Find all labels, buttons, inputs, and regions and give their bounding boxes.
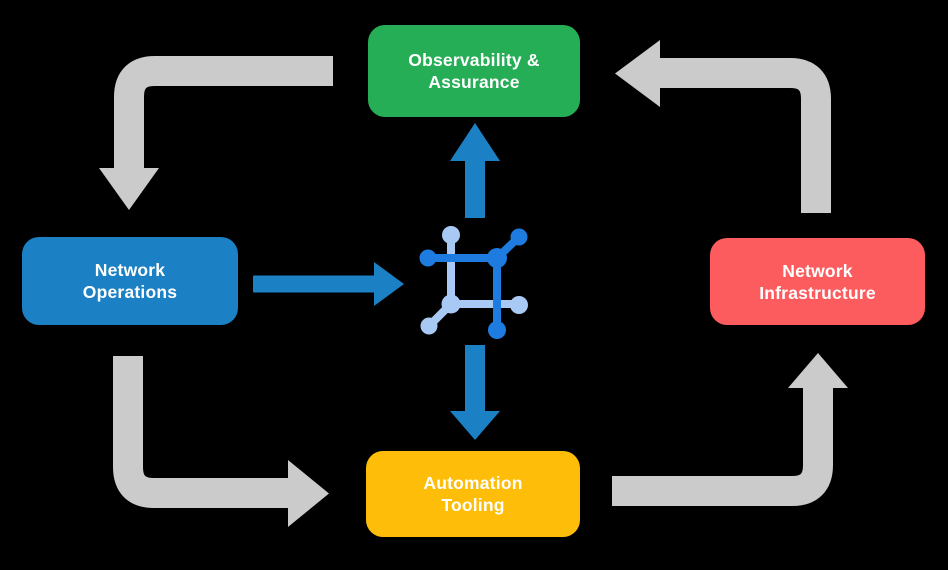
node-observability-assurance: Observability & Assurance — [368, 25, 580, 117]
arrow-head-right — [374, 262, 404, 306]
node-label-line1: Automation — [423, 473, 523, 493]
arrow-operations-to-tooling — [113, 356, 329, 527]
arrow-operations-to-center — [253, 262, 404, 306]
arrow-head-up — [450, 123, 500, 161]
arrow-shaft — [113, 356, 288, 508]
node-automation-tooling: Automation Tooling — [366, 451, 580, 537]
node-label-line2: Operations — [82, 282, 178, 302]
arrow-infrastructure-to-observability — [615, 40, 831, 213]
icon-node-top-right-junction-dark — [487, 248, 507, 268]
arrow-shaft — [114, 56, 333, 168]
node-label-line1: Network — [782, 260, 853, 281]
arrow-observability-to-operations — [99, 56, 333, 210]
icon-node-diagonal-light — [420, 317, 438, 335]
arrow-head-right — [288, 460, 329, 527]
icon-node-bottom-left-junction-light — [441, 294, 461, 314]
node-label-line2: Tooling — [441, 495, 505, 515]
icon-node-diagonal-dark — [510, 228, 528, 246]
arrow-shaft — [612, 388, 833, 506]
arrow-head-left — [615, 40, 660, 107]
arrow-head-down — [99, 168, 159, 210]
arrow-head-up — [788, 353, 848, 388]
network-automation-icon — [419, 226, 528, 339]
arrow-shaft — [660, 58, 831, 213]
node-label-line1: Network — [94, 260, 166, 280]
node-network-operations: Network Operations — [22, 237, 238, 325]
arrow-center-to-observability — [450, 123, 500, 218]
arrow-tooling-to-infrastructure — [612, 353, 848, 506]
icon-node-top-light — [442, 226, 460, 244]
node-label-line2: Infrastructure — [759, 282, 876, 303]
icon-node-right-light — [510, 296, 528, 314]
arrow-head-down — [450, 411, 500, 440]
icon-node-left-dark — [419, 249, 437, 267]
node-label-line1: Observability & — [408, 50, 540, 70]
node-label-line2: Assurance — [428, 72, 520, 92]
arrow-center-to-tooling — [450, 345, 500, 440]
icon-node-bottom-dark — [488, 321, 506, 339]
node-network-infrastructure: Network Infrastructure — [710, 238, 925, 325]
